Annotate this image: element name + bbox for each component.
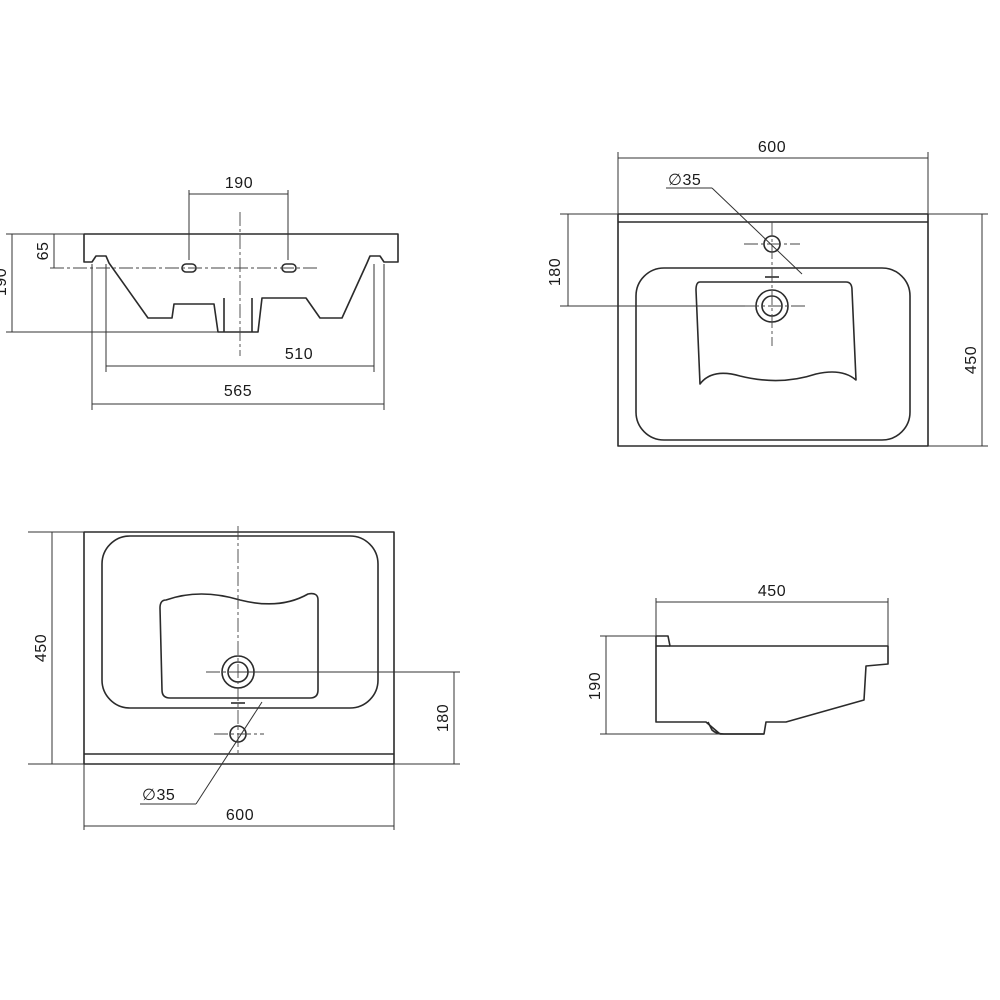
dim-65-label: 65 <box>35 242 52 261</box>
front-view-drain <box>223 298 253 332</box>
dim-510-label: 510 <box>285 346 313 363</box>
dim-190-left: 190 <box>0 233 218 333</box>
top-view-front: 450 180 ∅35 600 <box>28 526 460 830</box>
dim-190-top-label: 190 <box>225 175 253 192</box>
dim-dia35-bottom-label: ∅35 <box>142 787 175 804</box>
dim-510: 510 <box>105 264 375 372</box>
front-view-outline <box>83 233 399 333</box>
top-view-front-inner-bowl <box>159 592 319 699</box>
top-view-back-basin <box>635 267 911 441</box>
dim-180-right-view: 180 <box>547 213 745 307</box>
dim-600-bottom-label: 600 <box>226 807 254 824</box>
dim-180-left-view-label: 180 <box>435 704 452 732</box>
dim-565: 565 <box>91 264 385 410</box>
dim-190-left-label: 190 <box>0 268 10 296</box>
dim-180-left-view: 180 <box>238 671 460 765</box>
dim-190-side-view-label: 190 <box>587 672 604 700</box>
dim-450-side-view-label: 450 <box>758 583 786 600</box>
top-view-back-outline <box>617 213 929 447</box>
front-view: 190 65 190 510 565 <box>0 175 399 410</box>
side-view-drain <box>707 721 764 735</box>
top-view-front-outline <box>83 531 395 765</box>
dim-dia35-top: ∅35 <box>666 172 803 275</box>
dim-180-right-view-label: 180 <box>547 258 564 286</box>
dim-450-right-view: 450 <box>928 213 988 447</box>
side-view-outline <box>655 635 889 735</box>
dim-450-left-view: 450 <box>28 531 84 765</box>
dim-600-bottom: 600 <box>83 764 395 830</box>
dim-565-label: 565 <box>224 383 252 400</box>
dim-65: 65 <box>35 233 84 268</box>
dim-600-top: 600 <box>617 139 929 214</box>
dim-450-left-view-label: 450 <box>33 634 50 662</box>
dim-dia35-top-label: ∅35 <box>668 172 701 189</box>
side-view: 450 190 <box>587 583 889 735</box>
dim-190-top: 190 <box>188 175 289 260</box>
dim-450-right-view-label: 450 <box>963 346 980 374</box>
top-view-front-basin <box>101 535 379 709</box>
dim-600-top-label: 600 <box>758 139 786 156</box>
dim-450-side-view: 450 <box>655 583 889 646</box>
dim-190-side-view: 190 <box>587 635 720 735</box>
dim-dia35-bottom: ∅35 <box>140 701 263 805</box>
top-view-back-inner-bowl <box>695 281 857 385</box>
top-view-back: 600 ∅35 180 450 <box>547 139 988 447</box>
